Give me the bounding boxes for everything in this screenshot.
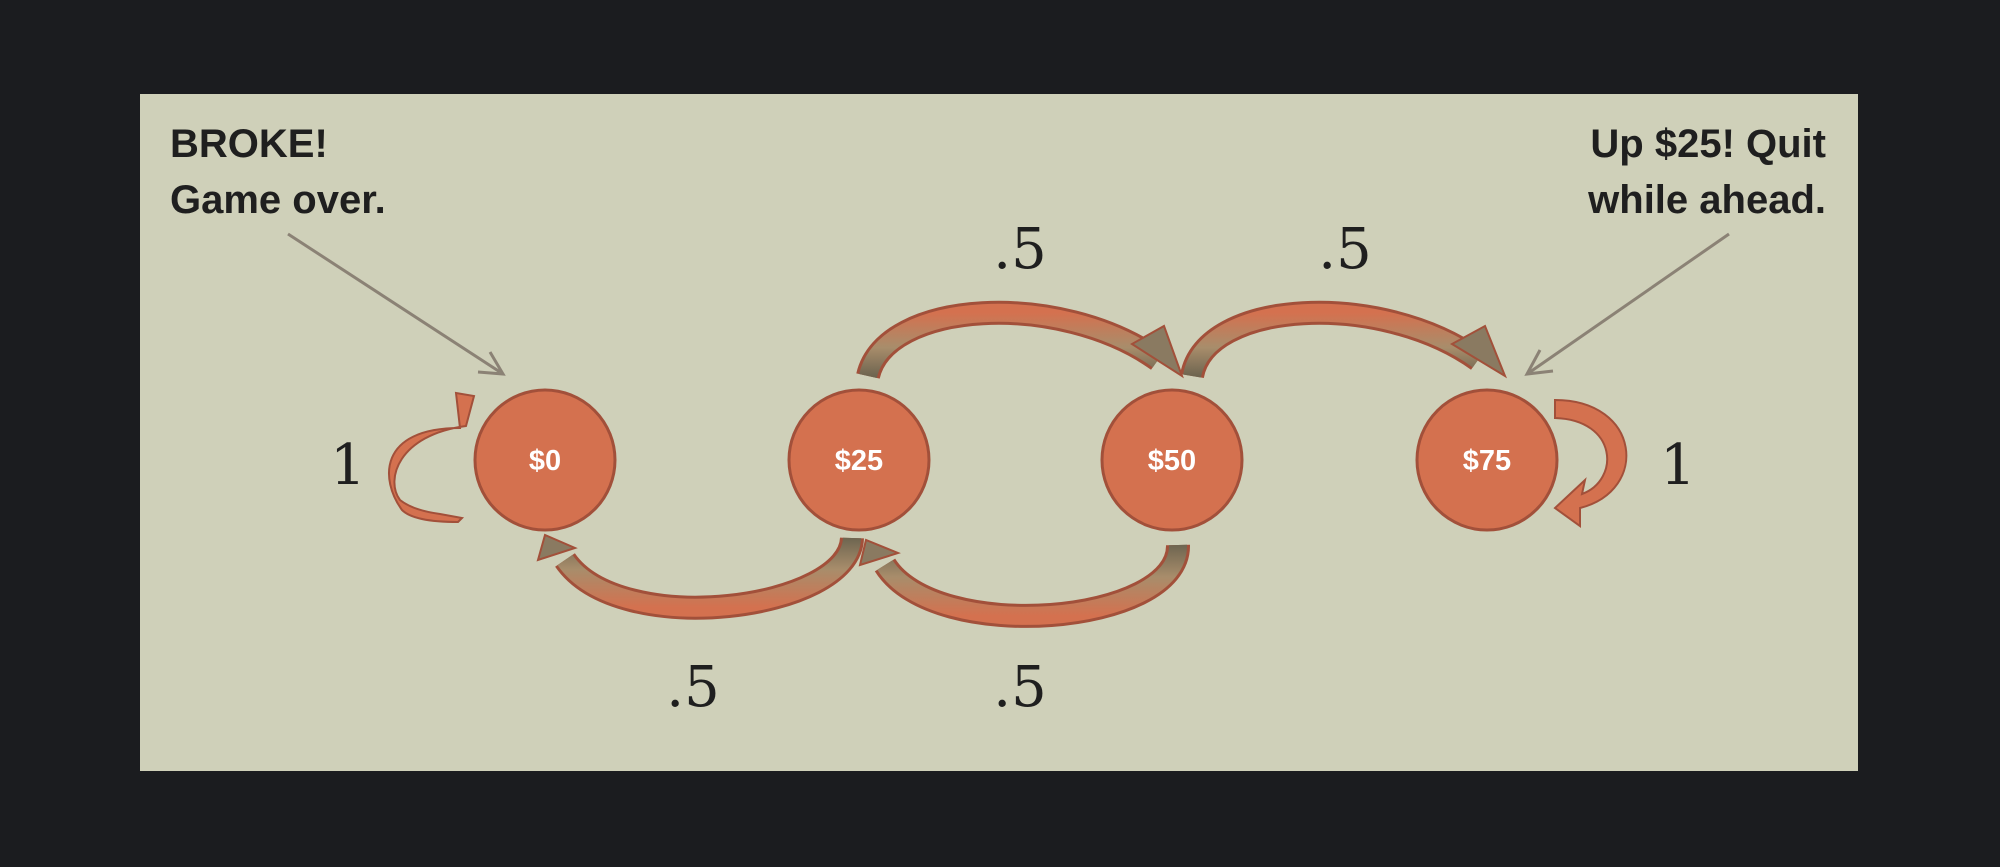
prob-25-to-0: .5 — [666, 655, 719, 720]
state-label-75: $75 — [1463, 445, 1511, 477]
broke-annotation-line2: Game over. — [170, 178, 386, 222]
state-label-25: $25 — [835, 445, 883, 477]
arrow-50-to-25 — [858, 538, 1191, 628]
state-label-0: $0 — [529, 445, 561, 477]
state-node-25: $25 — [787, 388, 931, 532]
quit-annotation-line2: while ahead. — [1587, 178, 1826, 222]
self-loop-75 — [1553, 398, 1628, 528]
prob-self-75: 1 — [1660, 433, 1696, 498]
state-label-50: $50 — [1148, 445, 1196, 477]
broke-pointer-arrow — [287, 232, 506, 376]
quit-pointer-arrow — [1524, 232, 1730, 376]
state-node-0: $0 — [473, 388, 617, 532]
prob-50-to-25: .5 — [993, 655, 1046, 720]
self-loop-0 — [387, 391, 476, 524]
state-node-50: $50 — [1100, 388, 1244, 532]
state-node-75: $75 — [1415, 388, 1559, 532]
arrow-50-to-75 — [1180, 300, 1508, 380]
arrow-25-to-0 — [536, 533, 864, 620]
prob-self-0: 1 — [330, 433, 366, 498]
broke-annotation-line1: BROKE! — [170, 122, 328, 166]
prob-25-to-50: .5 — [993, 217, 1046, 282]
quit-annotation-line1: Up $25! Quit — [1590, 122, 1826, 166]
arrow-25-to-50 — [856, 300, 1184, 380]
prob-50-to-75: .5 — [1318, 217, 1371, 282]
